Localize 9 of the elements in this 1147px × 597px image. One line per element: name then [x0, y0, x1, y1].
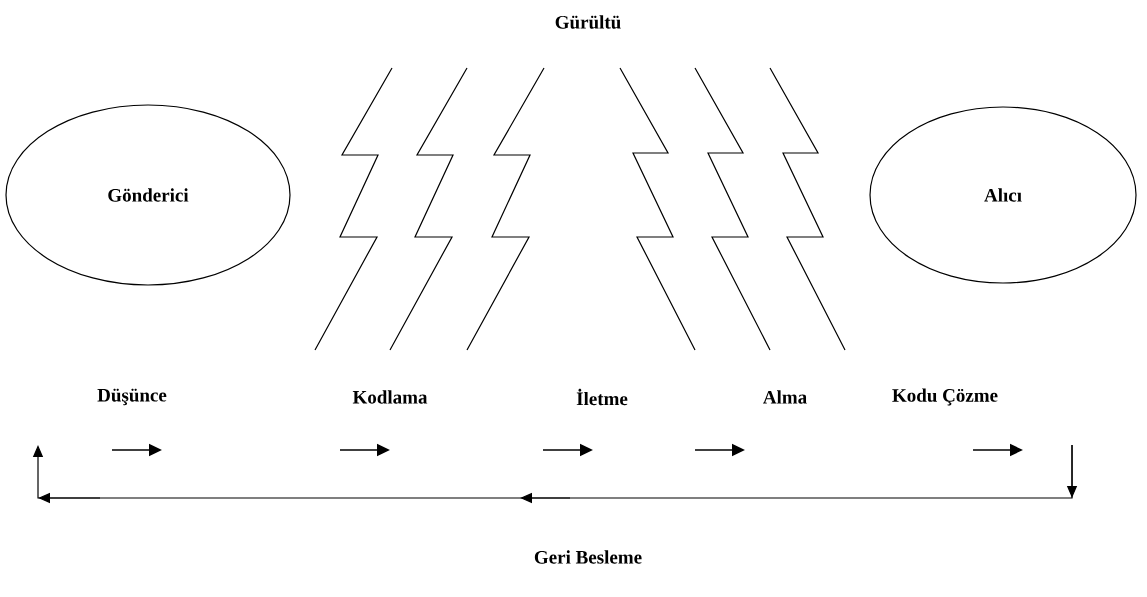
step-label: Düşünce — [97, 388, 167, 406]
step-label: Alma — [763, 390, 807, 404]
feedback-label: Geri Besleme — [534, 550, 642, 564]
step-label: Kodlama — [352, 390, 428, 404]
noise-label: Gürültü — [555, 15, 621, 29]
step-label: Kodu Çözme — [892, 388, 998, 406]
ellipse-node: Gönderici — [5, 104, 291, 286]
ellipse-node: Alıcı — [869, 106, 1137, 284]
step-label: İletme — [576, 388, 628, 406]
